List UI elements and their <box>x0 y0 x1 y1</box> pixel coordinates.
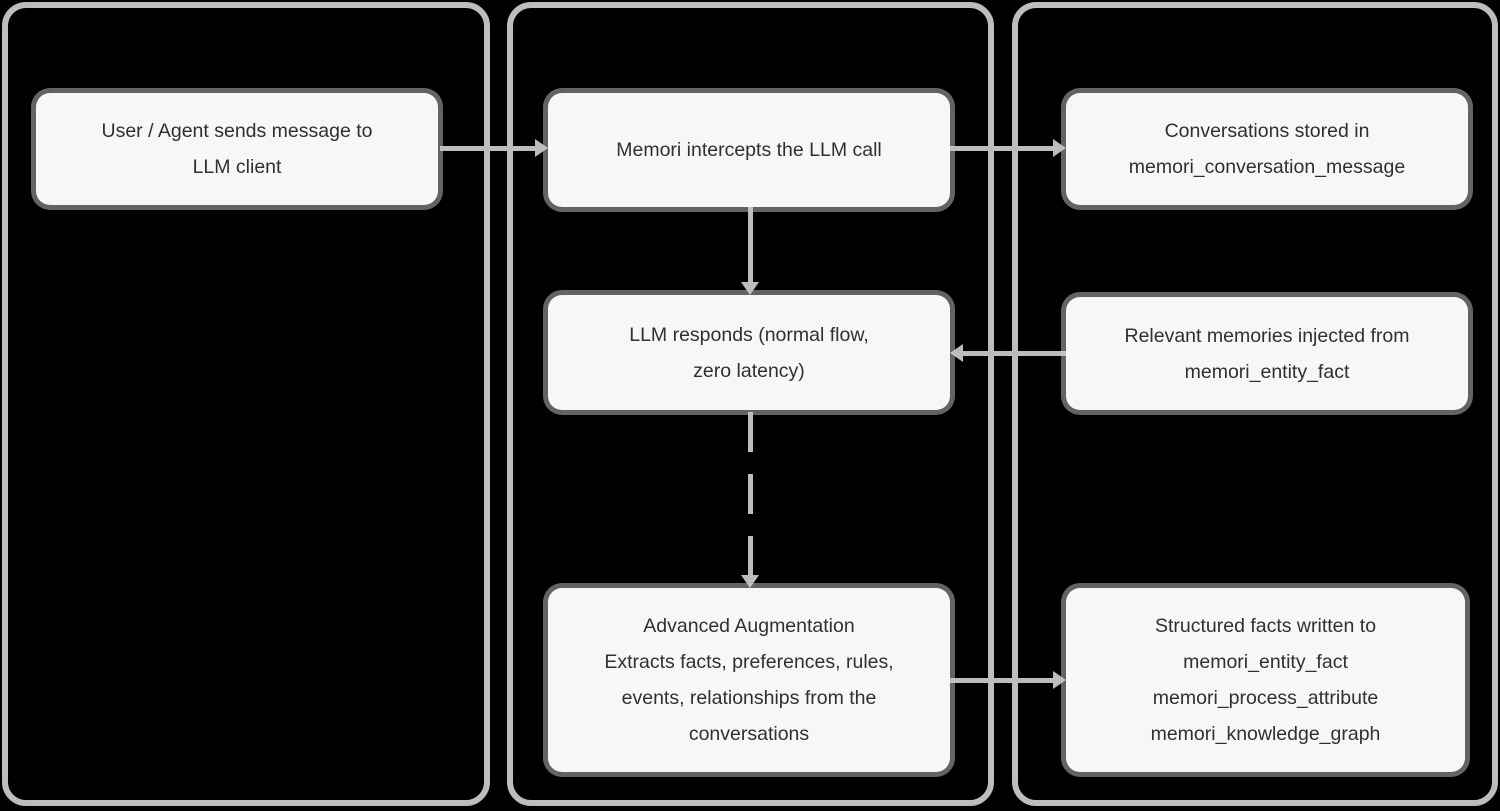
node-facts-written-line: memori_knowledge_graph <box>1150 723 1381 745</box>
lane-middle <box>507 2 994 806</box>
node-advanced-augmentation-line: events, relationships from the <box>621 687 877 709</box>
node-llm-responds-line: LLM responds (normal flow, <box>629 323 869 346</box>
edge-intercepts-to-stored-line <box>950 146 1053 151</box>
node-llm-responds: LLM responds (normal flow, zero latency) <box>548 295 950 410</box>
edge-intercepts-to-responds-line <box>748 207 753 282</box>
node-memories-injected: Relevant memories injected from memori_e… <box>1066 297 1468 410</box>
edge-intercepts-to-responds-arrowhead <box>741 282 759 295</box>
edge-injected-to-responds-line <box>963 351 1066 356</box>
node-facts-written-line: memori_entity_fact <box>1183 651 1348 673</box>
lane-left <box>2 2 490 806</box>
edge-injected-to-responds-arrowhead <box>950 344 963 362</box>
lane-right <box>1012 2 1498 806</box>
node-conversations-stored-line: memori_conversation_message <box>1128 156 1406 178</box>
node-llm-responds-line: zero latency) <box>693 359 805 382</box>
node-conversations-stored: Conversations stored in memori_conversat… <box>1066 93 1468 205</box>
edge-user-to-intercepts-arrowhead <box>535 139 548 157</box>
node-advanced-augmentation: Advanced Augmentation Extracts facts, pr… <box>548 588 950 772</box>
node-advanced-augmentation-line: conversations <box>688 723 810 745</box>
edge-augmentation-to-written-line <box>950 678 1053 683</box>
node-advanced-augmentation-line: Extracts facts, preferences, rules, <box>604 651 894 673</box>
node-user-message: User / Agent sends message to LLM client <box>36 93 438 205</box>
node-facts-written-line: Structured facts written to <box>1154 615 1377 637</box>
node-facts-written-line: memori_process_attribute <box>1152 687 1379 709</box>
edge-responds-to-augmentation-line <box>748 412 753 575</box>
edge-user-to-intercepts-line <box>440 146 535 151</box>
node-user-message-line: LLM client <box>192 156 282 178</box>
node-conversations-stored-line: Conversations stored in <box>1164 120 1370 142</box>
node-advanced-augmentation-line: Advanced Augmentation <box>643 615 855 637</box>
node-user-message-line: User / Agent sends message to <box>101 120 373 142</box>
edge-intercepts-to-stored-arrowhead <box>1053 139 1066 157</box>
node-facts-written: Structured facts written to memori_entit… <box>1066 588 1465 772</box>
node-memori-intercepts: Memori intercepts the LLM call <box>548 93 950 207</box>
node-memori-intercepts-line: Memori intercepts the LLM call <box>616 139 882 161</box>
node-memories-injected-line: Relevant memories injected from <box>1124 324 1410 347</box>
node-memories-injected-line: memori_entity_fact <box>1184 360 1350 383</box>
edge-augmentation-to-written-arrowhead <box>1053 671 1066 689</box>
edge-responds-to-augmentation-arrowhead <box>741 575 759 588</box>
